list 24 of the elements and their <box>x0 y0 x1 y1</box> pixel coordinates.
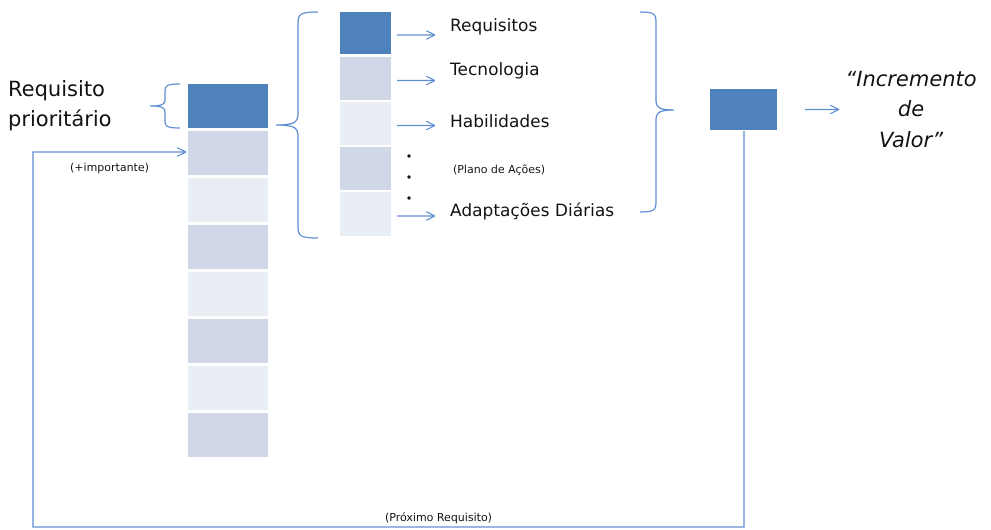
sprint-item-box <box>340 12 391 54</box>
arrow <box>397 75 436 86</box>
edge-label: (Próximo Requisito) <box>385 511 492 524</box>
step-label: Requisitos <box>450 14 570 39</box>
value-label: “Incremento de Valor” <box>840 64 982 156</box>
increment-box <box>710 89 777 130</box>
requirement-label: Requisito prioritário <box>8 74 133 135</box>
backlog-item-box <box>188 319 268 363</box>
arrow <box>397 120 436 131</box>
backlog-item-box <box>188 84 268 128</box>
step-label: Tecnologia <box>450 58 570 83</box>
sprint-item-box <box>340 147 391 190</box>
arrow <box>805 104 840 115</box>
arrow <box>397 210 436 222</box>
backlog-item-box <box>188 225 268 269</box>
arrow <box>397 30 436 40</box>
backlog-item-box <box>188 131 268 175</box>
note-label: (Plano de Ações) <box>453 163 546 176</box>
step-label: Adaptações Diárias <box>450 199 640 224</box>
backlog-item-box <box>188 413 268 457</box>
sprint-item-box <box>340 57 391 100</box>
arrow <box>32 131 745 528</box>
note-label: (+importante) <box>70 161 149 174</box>
step-label: Habilidades <box>450 110 580 135</box>
